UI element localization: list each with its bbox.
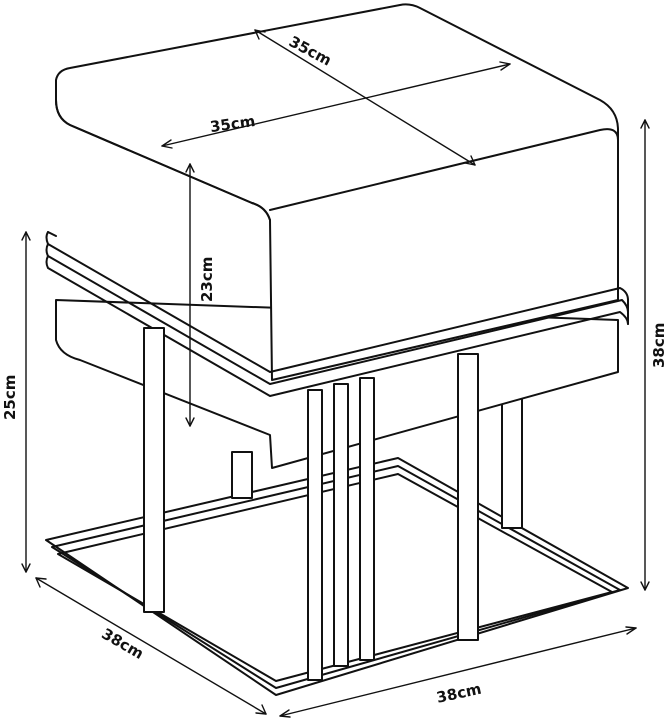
- label-base-width: 38cm: [435, 680, 483, 707]
- label-base-depth: 38cm: [98, 625, 146, 663]
- dim-base-depth: [35, 577, 267, 715]
- middle-ring: [45, 231, 629, 397]
- label-frame-height: 25cm: [1, 375, 19, 420]
- dim-frame-height: [21, 231, 31, 573]
- dim-base-width: [279, 626, 637, 718]
- dim-total-height: [640, 119, 650, 591]
- label-cushion-height: 23cm: [198, 257, 216, 302]
- front-legs: [143, 327, 479, 681]
- dim-cushion-height: [185, 163, 195, 427]
- label-total-height: 38cm: [650, 323, 668, 368]
- dim-top-width: [161, 61, 511, 149]
- base-frame: [45, 457, 629, 696]
